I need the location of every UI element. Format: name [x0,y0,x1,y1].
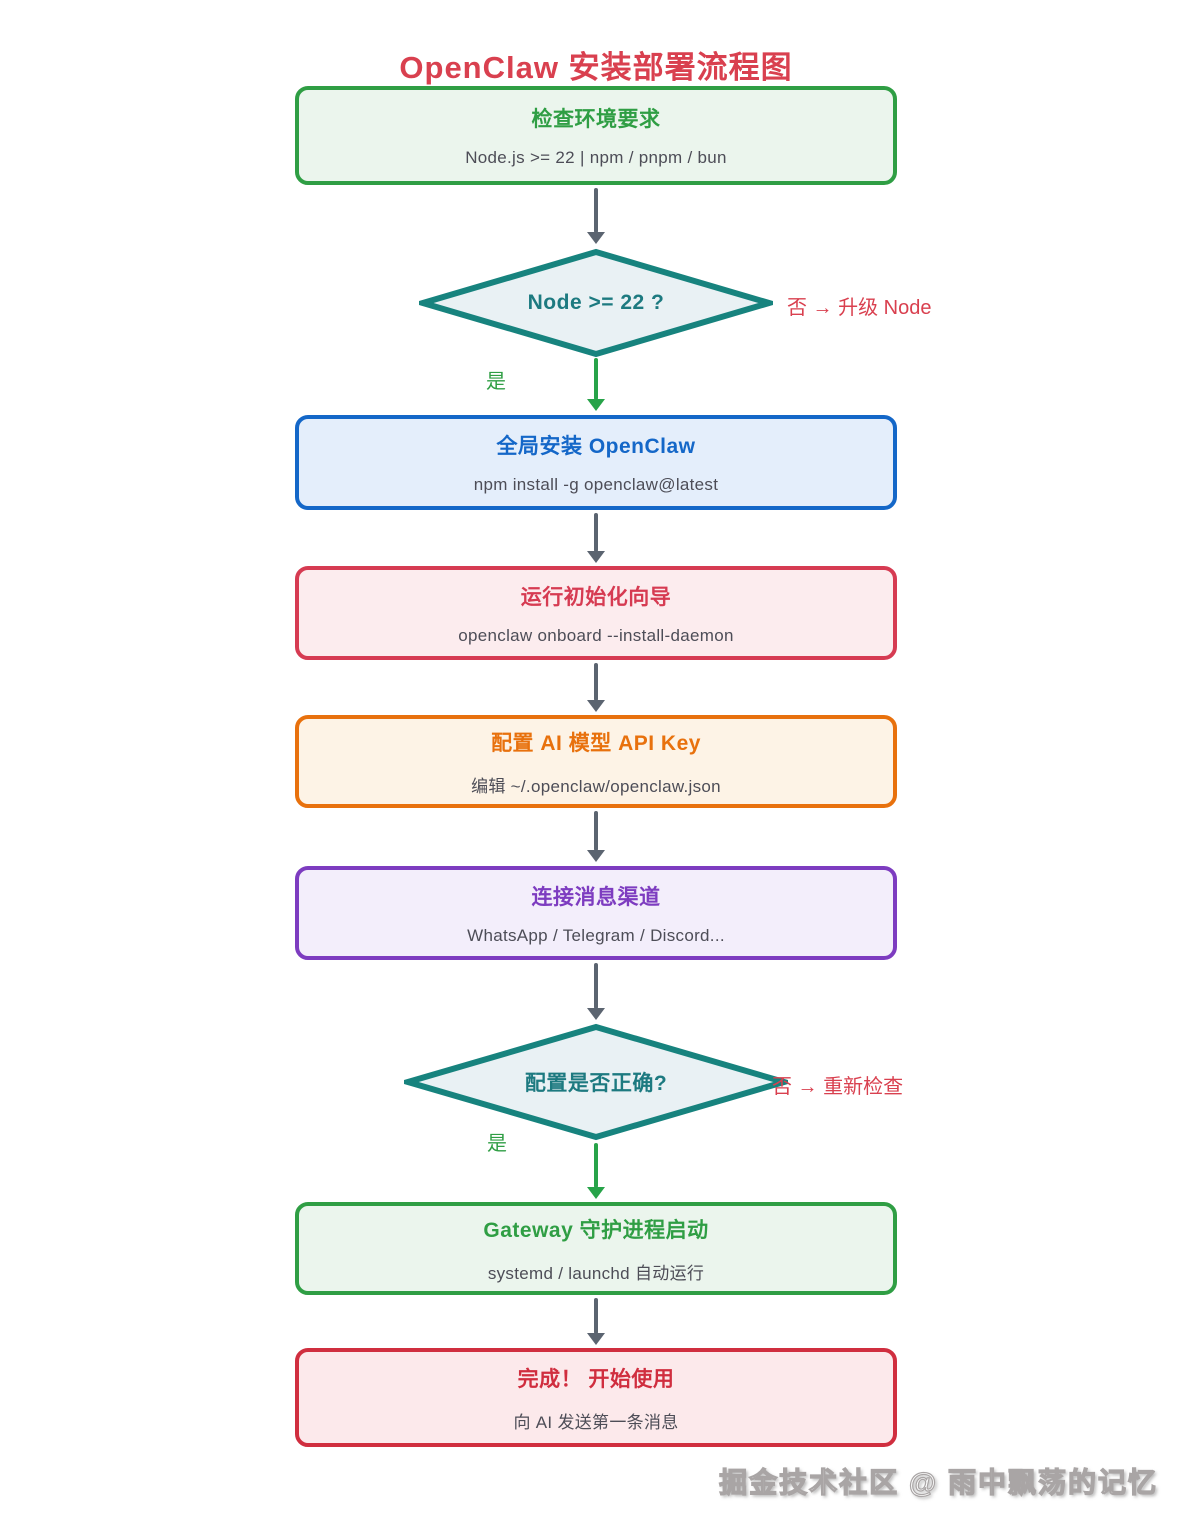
node-onboard-wizard: 运行初始化向导 openclaw onboard --install-daemo… [295,566,897,660]
arrow-yes-to-gateway [594,1143,598,1188]
arrow-apikey-to-channels [594,811,598,851]
decision-config-check-diamond [404,1023,788,1141]
node-onboard-wizard-title: 运行初始化向导 [520,585,672,609]
node-check-env: 检查环境要求 Node.js >= 22 | npm / pnpm / bun [295,86,897,185]
node-done-title: 完成！ 开始使用 [517,1367,675,1391]
decision-node-version-no-label: 否 → 升级 Node [787,297,932,319]
decision-config-check-label: 配置是否正确? [524,1072,668,1095]
node-install-openclaw-subtitle: npm install -g openclaw@latest [473,475,719,494]
arrow-env-to-decision [594,188,598,233]
decision-config-check-no-label: 否 → 重新检查 [772,1076,904,1098]
decision-node-version-yes-label: 是 [486,371,506,393]
node-connect-channels-subtitle: WhatsApp / Telegram / Discord... [467,925,725,945]
node-check-env-subtitle: Node.js >= 22 | npm / pnpm / bun [465,148,727,167]
node-install-openclaw: 全局安装 OpenClaw npm install -g openclaw@la… [295,415,897,510]
node-check-env-title: 检查环境要求 [531,108,661,131]
node-config-api-key-subtitle: 编辑 ~/.openclaw/openclaw.json [471,776,721,796]
node-install-openclaw-title: 全局安装 OpenClaw [496,435,696,458]
arrow-gateway-to-done [594,1298,598,1334]
node-config-api-key: 配置 AI 模型 API Key 编辑 ~/.openclaw/openclaw… [295,715,897,808]
node-done-subtitle: 向 AI 发送第一条消息 [513,1412,679,1432]
node-gateway-daemon-subtitle: systemd / launchd 自动运行 [487,1263,705,1283]
decision-node-version-label: Node >= 22 ? [527,291,665,314]
decision-node-version-diamond [419,248,773,358]
node-gateway-daemon-title: Gateway 守护进程启动 [483,1218,709,1242]
node-onboard-wizard-subtitle: openclaw onboard --install-daemon [458,625,734,645]
node-connect-channels: 连接消息渠道 WhatsApp / Telegram / Discord... [295,866,897,960]
arrow-install-to-onboard [594,513,598,552]
flowchart-title: OpenClaw 安装部署流程图 [399,50,793,85]
arrow-onboard-to-apikey [594,663,598,701]
decision-config-check-yes-label: 是 [487,1133,507,1155]
arrow-yes-to-install [594,358,598,400]
node-done: 完成！ 开始使用 向 AI 发送第一条消息 [295,1348,897,1447]
node-gateway-daemon: Gateway 守护进程启动 systemd / launchd 自动运行 [295,1202,897,1295]
watermark: 掘金技术社区 @ 雨中飘荡的记忆 [719,1466,1158,1498]
node-config-api-key-title: 配置 AI 模型 API Key [491,731,701,755]
arrow-channels-to-decision [594,963,598,1009]
node-connect-channels-title: 连接消息渠道 [531,885,661,909]
